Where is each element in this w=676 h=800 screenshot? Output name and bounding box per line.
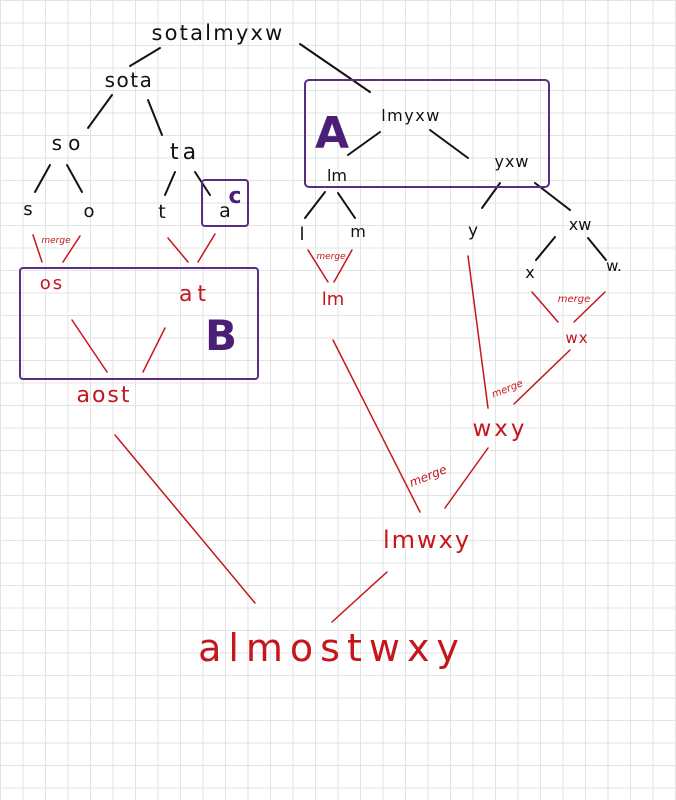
node-xw: xw [569, 215, 592, 234]
edge-aost-result [114, 434, 256, 604]
node-sota: sota [105, 68, 154, 92]
node-root: sotalmyxw [151, 21, 284, 45]
edge-y-wxy [467, 255, 489, 409]
edge-sota-so [87, 94, 113, 129]
edge-lm-lmwxy [332, 339, 421, 513]
edge-so-s [34, 164, 51, 193]
merged-lm: lm [322, 289, 345, 310]
merged-aost: aost [76, 383, 131, 408]
box-c-label: c [228, 184, 241, 209]
edge-x-wx [531, 291, 559, 323]
edge-lmwxy-result [331, 571, 388, 623]
merge-annotation: merge [407, 462, 448, 490]
merge-edges [32, 233, 606, 623]
edge-sota-ta [147, 99, 163, 136]
leaf-l: l [299, 224, 304, 245]
merged-wx: wx [565, 329, 588, 347]
edge-lmyxw-yxw [429, 129, 469, 159]
node-so: so [52, 131, 87, 155]
edge-m-lm [333, 249, 353, 283]
highlight-boxes [19, 79, 550, 380]
box-letters: A B c [205, 108, 349, 360]
edge-w-wx [573, 291, 606, 323]
edge-xw-w [587, 237, 607, 261]
edge-ta-t [164, 171, 176, 196]
edge-lmyxw-lm [347, 131, 381, 156]
edge-lm-m [337, 192, 356, 219]
edge-wx-wxy [513, 349, 571, 405]
node-lmyxw: lmyxw [381, 106, 441, 125]
node-lm: lm [327, 166, 347, 185]
merge-labels: os at aost lm wx wxy lmwxy almostwxy mer… [40, 236, 590, 670]
edge-o-os [62, 235, 81, 263]
edge-so-o [66, 164, 83, 193]
merged-os: os [40, 273, 64, 294]
box-b-frame [19, 267, 259, 380]
merged-at: at [179, 282, 211, 307]
box-a-label: A [315, 108, 349, 159]
box-a-frame [304, 79, 550, 188]
edge-t-at [167, 237, 189, 263]
edge-root-lmyxw [299, 43, 371, 93]
box-c-frame [201, 179, 249, 227]
node-ta: ta [170, 140, 200, 165]
node-yxw: yxw [494, 152, 529, 171]
box-b-label: B [205, 311, 237, 360]
edge-l-lm [307, 249, 329, 283]
merged-lmwxy: lmwxy [383, 526, 471, 554]
leaf-s: s [23, 199, 32, 220]
edge-root-sota [129, 47, 161, 67]
leaf-a: a [219, 200, 231, 222]
leaf-t: t [158, 201, 165, 223]
edge-os-aost [71, 319, 108, 373]
split-labels: sotalmyxw sota so ta s o t a lmyxw lm yx… [23, 21, 622, 282]
merged-wxy: wxy [472, 416, 527, 442]
leaf-y: y [468, 221, 478, 241]
leaf-x: x [525, 263, 534, 282]
merge-annotation: merge [41, 236, 71, 246]
merge-annotation: merge [316, 252, 346, 262]
leaf-w: w. [606, 257, 622, 275]
edge-lm-l [304, 191, 326, 219]
final-result: almostwxy [198, 626, 466, 670]
split-edges [34, 43, 607, 261]
merge-annotation: merge [490, 378, 524, 400]
edge-xw-x [535, 236, 556, 261]
leaf-o: o [83, 201, 94, 222]
edge-a-at [197, 233, 216, 263]
edge-at-aost [142, 327, 166, 373]
edge-s-os [32, 234, 43, 263]
edge-wxy-lmwxy [444, 447, 489, 509]
merge-annotation: merge [558, 294, 591, 305]
leaf-m: m [350, 222, 366, 241]
